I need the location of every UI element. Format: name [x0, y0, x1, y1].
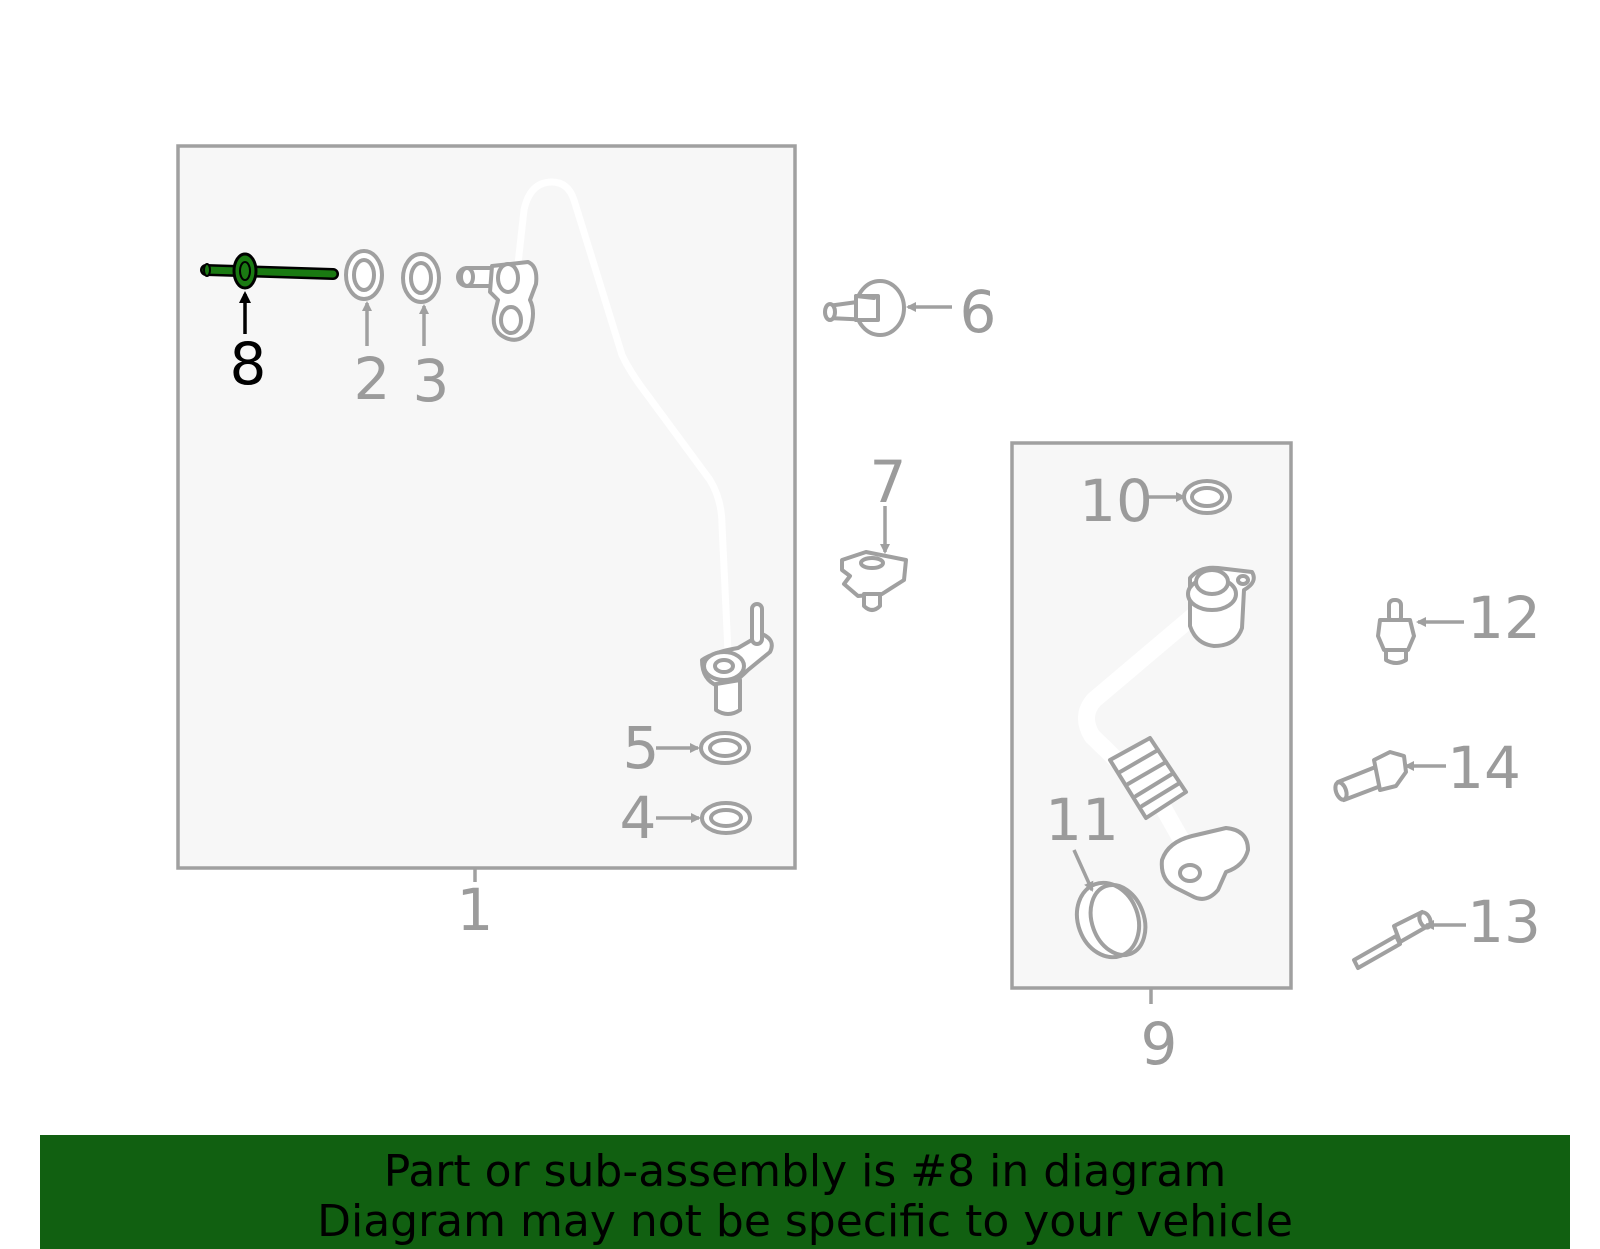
part-11-arrow [1072, 849, 1094, 892]
part-10-o-ring[interactable] [1182, 479, 1232, 515]
part-12-fitting[interactable] [1376, 598, 1416, 665]
part-2-washer[interactable] [344, 249, 384, 301]
callout-11[interactable]: 11 [1045, 786, 1119, 854]
banner-line-2: Diagram may not be specific to your vehi… [317, 1196, 1293, 1247]
callout-12[interactable]: 12 [1467, 584, 1541, 652]
part-5-o-ring[interactable] [699, 731, 751, 765]
callout-14[interactable]: 14 [1447, 734, 1521, 802]
part-7-bracket[interactable] [840, 550, 908, 612]
part-11-cap[interactable] [1067, 874, 1155, 966]
part-14-bolt[interactable] [1333, 750, 1408, 802]
part-6-banjo-bolt[interactable] [823, 279, 906, 337]
callout-8-selected[interactable]: 8 [230, 330, 267, 398]
callout-6[interactable]: 6 [960, 278, 997, 346]
part-8-highlighted-bolt[interactable] [200, 252, 339, 290]
assembly-1-box [176, 144, 797, 870]
callout-9[interactable]: 9 [1141, 1010, 1178, 1078]
info-banner: Part or sub-assembly is #8 in diagram Di… [40, 1135, 1570, 1249]
callout-13[interactable]: 13 [1467, 888, 1541, 956]
callout-3[interactable]: 3 [413, 347, 450, 415]
callout-1[interactable]: 1 [457, 876, 494, 944]
callout-4[interactable]: 4 [620, 784, 657, 852]
part-9-oil-return-tube[interactable] [1078, 565, 1256, 901]
part-13-stud[interactable] [1352, 910, 1433, 970]
callout-5[interactable]: 5 [623, 714, 660, 782]
callout-7[interactable]: 7 [870, 448, 907, 516]
callout-2[interactable]: 2 [354, 345, 391, 413]
banner-line-1: Part or sub-assembly is #8 in diagram [383, 1146, 1227, 1197]
part-4-o-ring[interactable] [700, 801, 752, 835]
part-3-washer[interactable] [401, 252, 441, 304]
callout-10[interactable]: 10 [1079, 467, 1153, 535]
part-1-oil-feed-tube[interactable] [456, 178, 774, 716]
